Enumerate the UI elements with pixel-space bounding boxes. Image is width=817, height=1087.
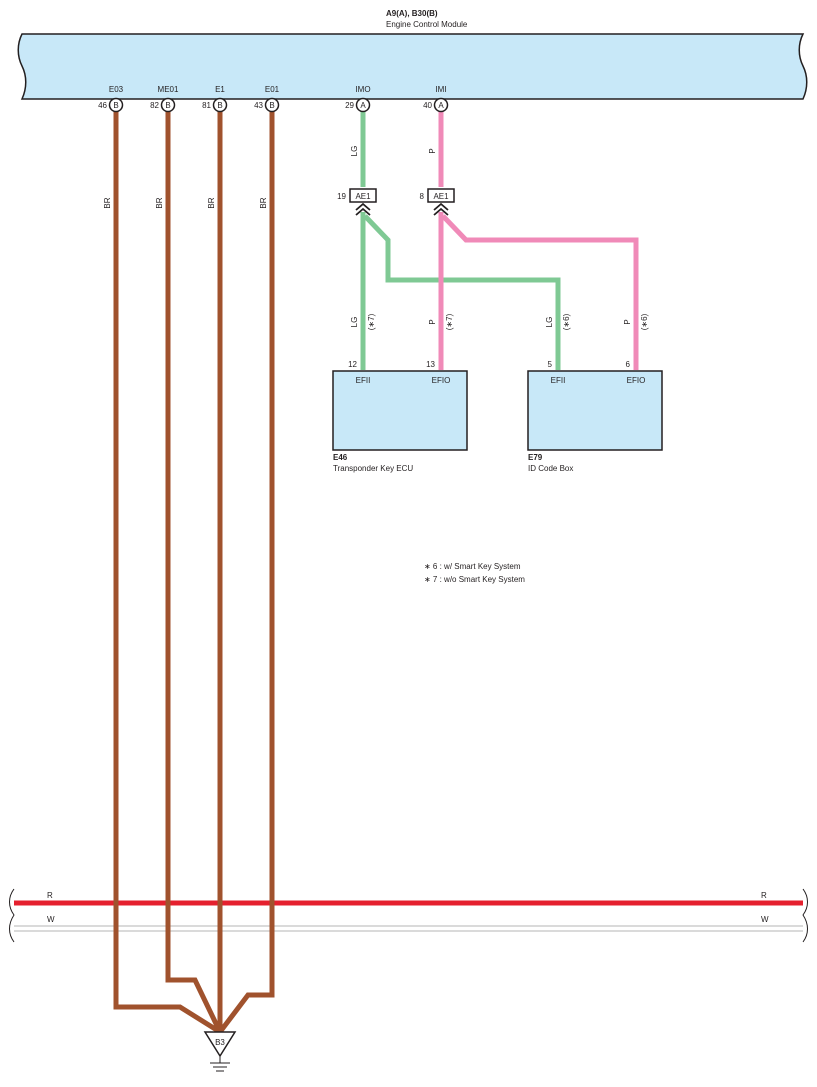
junction-ae1-left-label: AE1 xyxy=(355,192,371,201)
pin-num-29: 29 xyxy=(345,101,354,110)
pin-label-e03: E03 xyxy=(109,85,124,94)
e46-pin-num-12: 12 xyxy=(348,360,357,369)
e79-code-label: E79 xyxy=(528,453,543,462)
wire-label-br-e1: BR xyxy=(207,197,216,208)
bus-r-label-right: R xyxy=(761,891,767,900)
junction-ae1-left-box xyxy=(349,188,377,203)
e46-module-box xyxy=(332,370,468,451)
pin-conn-e1: B xyxy=(217,101,222,110)
pin-conn-e03: B xyxy=(113,101,118,110)
variant-label-e46-lg: (∗7) xyxy=(367,313,376,330)
wire-label-br-e03: BR xyxy=(103,197,112,208)
wire-label-lg-e79: LG xyxy=(545,317,554,328)
wire-label-p-e46: P xyxy=(428,319,437,324)
variant-label-e79-lg: (∗6) xyxy=(562,313,571,330)
pin-circle-me01 xyxy=(160,97,176,113)
pin-conn-imi: A xyxy=(438,101,444,110)
ground-triangle xyxy=(203,1031,237,1058)
wire-green-to-e79 xyxy=(363,214,561,370)
pin-circle-e03 xyxy=(108,97,124,113)
pin-circle-imi xyxy=(433,97,449,113)
footnote-no-smart-key: ∗ 7 : w/o Smart Key System xyxy=(424,575,525,584)
ecm-connectors-label: A9(A), B30(B) xyxy=(386,9,438,18)
ground-symbol-icon xyxy=(210,1056,230,1072)
junction-ae1-right-label: AE1 xyxy=(433,192,449,201)
wire-label-p-e79: P xyxy=(623,319,632,324)
e79-module-box xyxy=(527,370,663,451)
footnote-smart-key: ∗ 6 : w/ Smart Key System xyxy=(424,562,521,571)
variant-label-e46-p: (∗7) xyxy=(445,313,454,330)
wire-e01 xyxy=(218,105,275,1034)
e46-pin-num-13: 13 xyxy=(426,360,435,369)
pin-num-46: 46 xyxy=(98,101,107,110)
wire-label-lg-e46: LG xyxy=(350,317,359,328)
pin-label-e1: E1 xyxy=(215,85,225,94)
junction-ae1-right-box xyxy=(427,188,455,203)
junction-right-chevron-icon xyxy=(433,202,449,216)
wire-pink-to-e79 xyxy=(441,214,639,370)
bus-r-label-left: R xyxy=(47,891,53,900)
pin-label-me01: ME01 xyxy=(158,85,179,94)
variant-label-e79-p: (∗6) xyxy=(640,313,649,330)
e79-name-label: ID Code Box xyxy=(528,464,573,473)
bus-w-label-right: W xyxy=(761,915,769,924)
pin-circle-e1 xyxy=(212,97,228,113)
wire-label-br-me01: BR xyxy=(155,197,164,208)
e46-name-label: Transponder Key ECU xyxy=(333,464,413,473)
brown-ground-wires xyxy=(113,105,275,1035)
wire-me01 xyxy=(165,105,223,1034)
pin-num-82: 82 xyxy=(150,101,159,110)
pin-conn-imo: A xyxy=(360,101,366,110)
wire-label-br-e01: BR xyxy=(259,197,268,208)
green-wires xyxy=(360,110,561,370)
ecm-module-body xyxy=(17,33,808,100)
ecm-name-label: Engine Control Module xyxy=(386,20,468,29)
pin-circle-imo xyxy=(355,97,371,113)
bus-left-break xyxy=(9,888,15,943)
pin-label-imo: IMO xyxy=(355,85,370,94)
pin-circle-e01 xyxy=(264,97,280,113)
bus-w-label-left: W xyxy=(47,915,55,924)
junction-left-chevron-icon xyxy=(355,202,371,216)
e79-pin-label-efio: EFIO xyxy=(627,376,646,385)
pin-conn-me01: B xyxy=(165,101,170,110)
pin-num-81: 81 xyxy=(202,101,211,110)
pin-label-imi: IMI xyxy=(435,85,446,94)
pin-label-e01: E01 xyxy=(265,85,280,94)
e46-code-label: E46 xyxy=(333,453,348,462)
ecm-pin-circles xyxy=(108,97,449,113)
bus-right-break xyxy=(802,888,808,943)
e46-pin-label-efii: EFII xyxy=(356,376,371,385)
wire-label-p-upper: P xyxy=(428,148,437,153)
wire-label-lg-upper: LG xyxy=(350,146,359,157)
e79-pin-num-5: 5 xyxy=(548,360,553,369)
pin-num-43: 43 xyxy=(254,101,263,110)
pink-wires xyxy=(438,110,639,370)
e79-pin-num-6: 6 xyxy=(626,360,631,369)
junction-num-8: 8 xyxy=(420,192,425,201)
wire-e03 xyxy=(113,105,222,1035)
pin-conn-e01: B xyxy=(269,101,274,110)
ground-id-label: B3 xyxy=(215,1038,225,1047)
junction-num-19: 19 xyxy=(337,192,346,201)
e79-pin-label-efii: EFII xyxy=(551,376,566,385)
pin-num-40: 40 xyxy=(423,101,432,110)
e46-pin-label-efio: EFIO xyxy=(432,376,451,385)
